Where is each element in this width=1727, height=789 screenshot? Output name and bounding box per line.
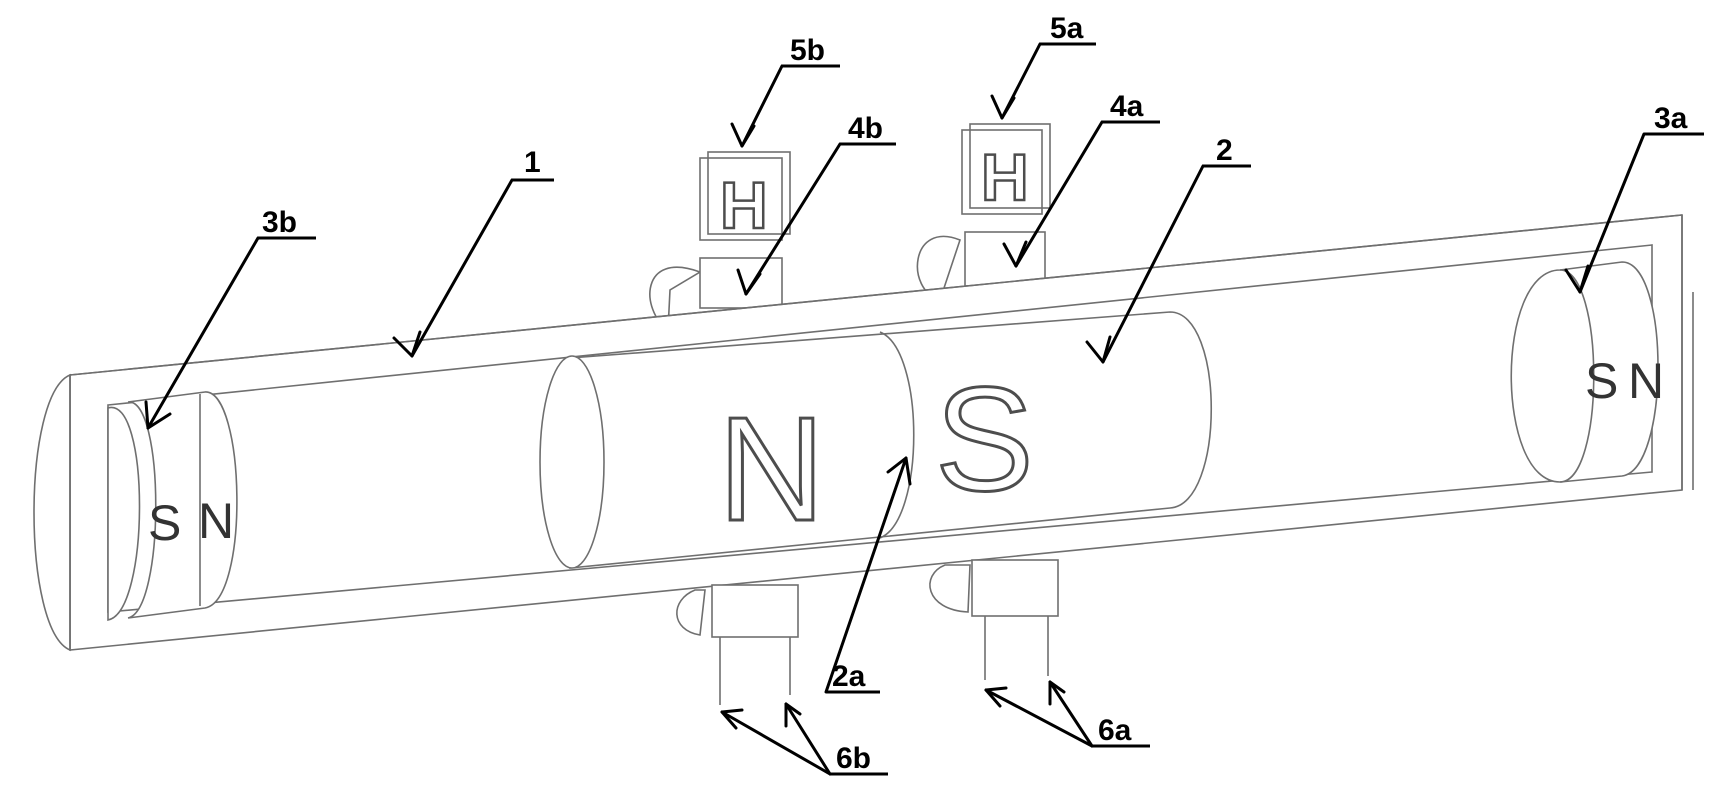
- left-magnet-south: S: [148, 495, 181, 551]
- callout-2a: 2a: [824, 456, 912, 694]
- callout-4a-label: 4a: [1110, 90, 1144, 123]
- callout-4a: 4a: [1002, 90, 1160, 268]
- hall-sensor-5b: H: [699, 151, 791, 243]
- left-magnet-north: N: [198, 493, 234, 549]
- clamp-4b-front: [676, 584, 799, 705]
- callout-3a-label: 3a: [1654, 102, 1688, 135]
- callout-1-label: 1: [524, 146, 541, 179]
- center-magnet-south: S: [935, 357, 1034, 522]
- sensor-5a-letter: H: [981, 140, 1029, 214]
- callout-3b-label: 3b: [262, 206, 297, 239]
- right-magnet-south: S: [1585, 353, 1618, 409]
- callout-5b: 5b: [730, 34, 840, 148]
- callout-4b-label: 4b: [848, 112, 883, 145]
- callout-2-label: 2: [1216, 134, 1233, 167]
- callout-5a-label: 5a: [1050, 12, 1084, 45]
- callout-2a-label: 2a: [832, 660, 866, 693]
- fixed-magnet-3b: S N: [107, 391, 238, 621]
- callout-3b: 3b: [144, 206, 316, 430]
- callout-1: 1: [392, 146, 554, 358]
- callout-6a-label: 6a: [1098, 714, 1132, 747]
- clamp-4a-front: [929, 559, 1059, 680]
- center-magnet-north: N: [718, 387, 825, 552]
- hall-sensor-5a: H: [961, 123, 1051, 215]
- callout-2: 2: [1085, 134, 1251, 364]
- callout-4b: 4b: [736, 112, 896, 296]
- callout-6b: 6b: [720, 702, 888, 776]
- right-magnet-north: N: [1628, 353, 1664, 409]
- callout-3a: 3a: [1564, 102, 1704, 294]
- callout-5b-label: 5b: [790, 34, 825, 67]
- callout-6b-label: 6b: [836, 742, 871, 775]
- moving-magnet-2: N S: [539, 311, 1213, 569]
- callout-5a: 5a: [990, 12, 1096, 120]
- sensor-5b-letter: H: [720, 168, 768, 242]
- fixed-magnet-3a: S N: [1510, 261, 1664, 483]
- callout-6a: 6a: [984, 680, 1150, 748]
